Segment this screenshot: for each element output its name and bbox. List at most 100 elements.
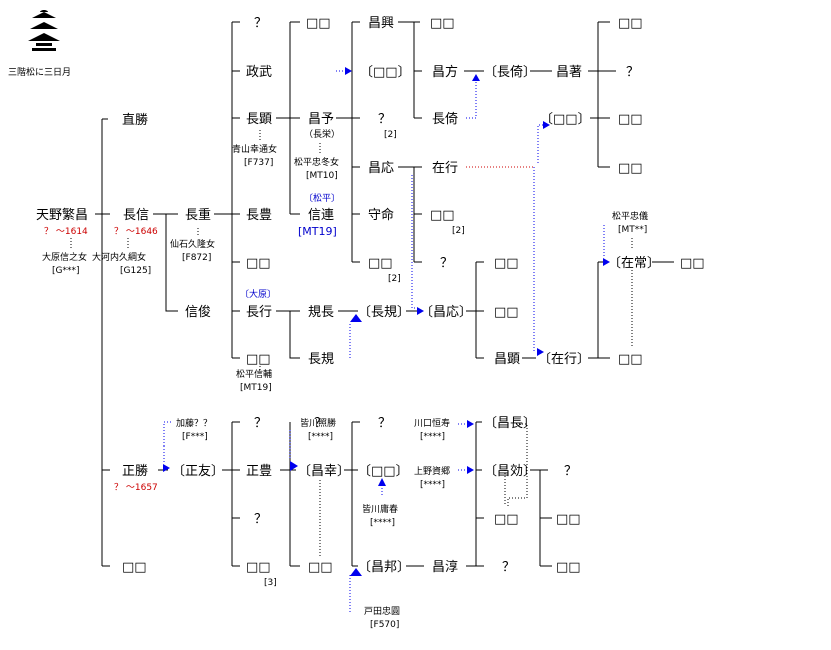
note-masakuni-code: [F570] <box>370 620 399 630</box>
note-nagashige-wife: 仙石久隆女 <box>170 238 215 250</box>
person-unknown-g9: ？ <box>564 464 577 479</box>
note-masatomo-wife: 加藤？？ <box>176 417 212 429</box>
note-arimune-wife: 松平忠儀 <box>612 210 648 222</box>
person-names: 天野繁昌 直勝 長信 正勝 □□ 長重 信俊 〔正友〕 ？ 政武 長顕 長豊 □… <box>36 16 705 575</box>
person-box-g7-b: □□ <box>430 208 455 223</box>
person-masayuki: 〔昌幸〕 <box>298 464 350 479</box>
connector-lines <box>95 21 674 567</box>
adoption-arrows <box>163 67 610 612</box>
person-masatomo: 〔正友〕 <box>172 463 224 479</box>
note-masayo-code: [MT10] <box>306 171 338 181</box>
note-nobuyoshi-clan: 〔松平〕 <box>304 192 340 204</box>
person-masatake: 政武 <box>246 65 272 80</box>
footnote-unknown: [2] <box>384 130 397 140</box>
person-unknown-g6-z: ？ <box>378 416 391 431</box>
note-box-g6-c-code: [****] <box>370 518 395 528</box>
person-box-g5-top: □□ <box>306 16 331 31</box>
person-nagashige: 長重 <box>185 207 211 223</box>
person-masatsu: 昌淳 <box>432 559 458 575</box>
person-kinaga: 規長 <box>308 305 334 320</box>
person-unknown-top: ？ <box>254 16 267 31</box>
person-naokatsu: 直勝 <box>122 113 148 128</box>
note-masanaga-wife: 川口恒寿 <box>414 417 450 429</box>
person-box-g8-a: □□ <box>494 256 519 271</box>
person-ariyuki2: 〔在行〕 <box>538 352 590 367</box>
note-box-g4-b-wife: 松平信輔 <box>236 368 272 380</box>
person-nobutoshi: 信俊 <box>185 305 211 320</box>
note-shigemasa-years: ？ 〜1614 <box>44 227 88 237</box>
note-nagonobu-years: ？ 〜1646 <box>114 227 158 237</box>
person-nobuyoshi: 信連 <box>308 208 334 223</box>
note-nagayuki-clan: 〔大原〕 <box>240 288 276 300</box>
person-box-r-d: □□ <box>680 256 705 271</box>
person-masatoyo: 正豊 <box>246 464 272 479</box>
note-nagonobu-code: [G125] <box>120 266 151 276</box>
note-shigemasa-code: [G***] <box>52 266 80 276</box>
person-unknown-g5: ？ <box>314 416 327 431</box>
note-masakou-wife: 上野資郷 <box>414 465 450 477</box>
person-masaoki: 昌興 <box>368 16 394 31</box>
person-box-r-top: □□ <box>618 16 643 31</box>
crest-caption: 三階松に三日月 <box>8 66 71 78</box>
person-box-g5-low: □□ <box>308 560 333 575</box>
person-box-r-a: □□ <box>618 112 643 127</box>
person-masakata: 昌方 <box>432 64 458 80</box>
note-shigemasa-wife: 大原信之女 <box>42 251 87 263</box>
dotted-note-lines <box>70 130 633 556</box>
note-nagonobu-wife: 大河内久綱女 <box>92 251 146 263</box>
person-box-r-c: □□ <box>618 352 643 367</box>
person-box-g4-low: □□ <box>246 560 271 575</box>
note-nobuyoshi-code: [MT19] <box>298 225 337 238</box>
crescent-moon-icon <box>10 20 24 48</box>
person-ariyuki: 在行 <box>432 161 458 176</box>
person-morinori: 守命 <box>368 207 394 223</box>
note-masayuki-code: [****] <box>308 432 333 442</box>
person-box-g6-c: 〔□□〕 <box>358 464 409 479</box>
person-unknown-g8: ？ <box>502 560 515 575</box>
footnote-morinori: [2] <box>452 226 465 236</box>
note-masakuni-wife: 戸田忠圓 <box>364 606 400 617</box>
person-nagayori: 長倚 <box>432 112 458 127</box>
person-box-r-b: □□ <box>618 161 643 176</box>
person-unknown-g6: ？ <box>378 112 391 127</box>
person-unknown-g7: ？ <box>440 256 453 271</box>
note-masayo-alias: （長栄） <box>304 128 340 140</box>
person-unknown-g4-low: ？ <box>254 512 267 527</box>
person-notes: ？ 〜1614 大原信之女 [G***] ？ 〜1646 大河内久綱女 [G12… <box>42 128 648 630</box>
note-masakou-code: [****] <box>420 480 445 490</box>
note-nagaaki-wife: 青山幸通女 <box>232 143 277 155</box>
person-box-g9-b: □□ <box>556 512 581 527</box>
note-box-g4-b-code: [MT19] <box>240 383 272 393</box>
person-box-g7-top: □□ <box>430 16 455 31</box>
note-nagaaki-code: [F737] <box>244 158 273 168</box>
person-nagayori2: 〔長倚〕 <box>484 65 536 80</box>
person-masakuni: 〔昌邦〕 <box>358 560 410 575</box>
person-box-g6-b: □□ <box>368 256 393 271</box>
person-unknown-r: ？ <box>626 65 639 80</box>
person-box-g9-c: □□ <box>556 560 581 575</box>
person-masaaki2: 昌著 <box>556 65 582 80</box>
person-nagayuki: 長行 <box>246 305 272 320</box>
person-box-g2-bottom: □□ <box>122 560 147 575</box>
person-masaaki: 昌顕 <box>494 352 520 367</box>
person-nagonobu: 長信 <box>123 208 149 223</box>
note-arimune-code: [MT**] <box>618 225 647 235</box>
person-nagatoyo: 長豊 <box>246 208 272 223</box>
footnote-masatoyo: [3] <box>264 578 277 588</box>
person-arimune: 〔在常〕 <box>608 256 660 271</box>
person-box-g6-a: 〔□□〕 <box>360 65 411 80</box>
person-unknown-g4-mid: ？ <box>254 416 267 431</box>
person-box-g8-c: □□ <box>494 512 519 527</box>
person-nagaaki: 長顕 <box>246 112 272 127</box>
note-masatomo-code: [F***] <box>182 432 208 442</box>
pine-icon <box>28 10 60 51</box>
person-nagatada: 〔長規〕 <box>358 305 410 320</box>
family-crest: 三階松に三日月 <box>8 10 71 78</box>
person-box-g4-b: □□ <box>246 352 271 367</box>
note-masayo-wife: 松平忠冬女 <box>294 156 339 168</box>
footnote-box: [2] <box>388 274 401 284</box>
person-box-g8-b: □□ <box>494 305 519 320</box>
person-nori: 長規 <box>308 352 334 367</box>
person-masakou: 〔昌効〕 <box>484 464 536 479</box>
